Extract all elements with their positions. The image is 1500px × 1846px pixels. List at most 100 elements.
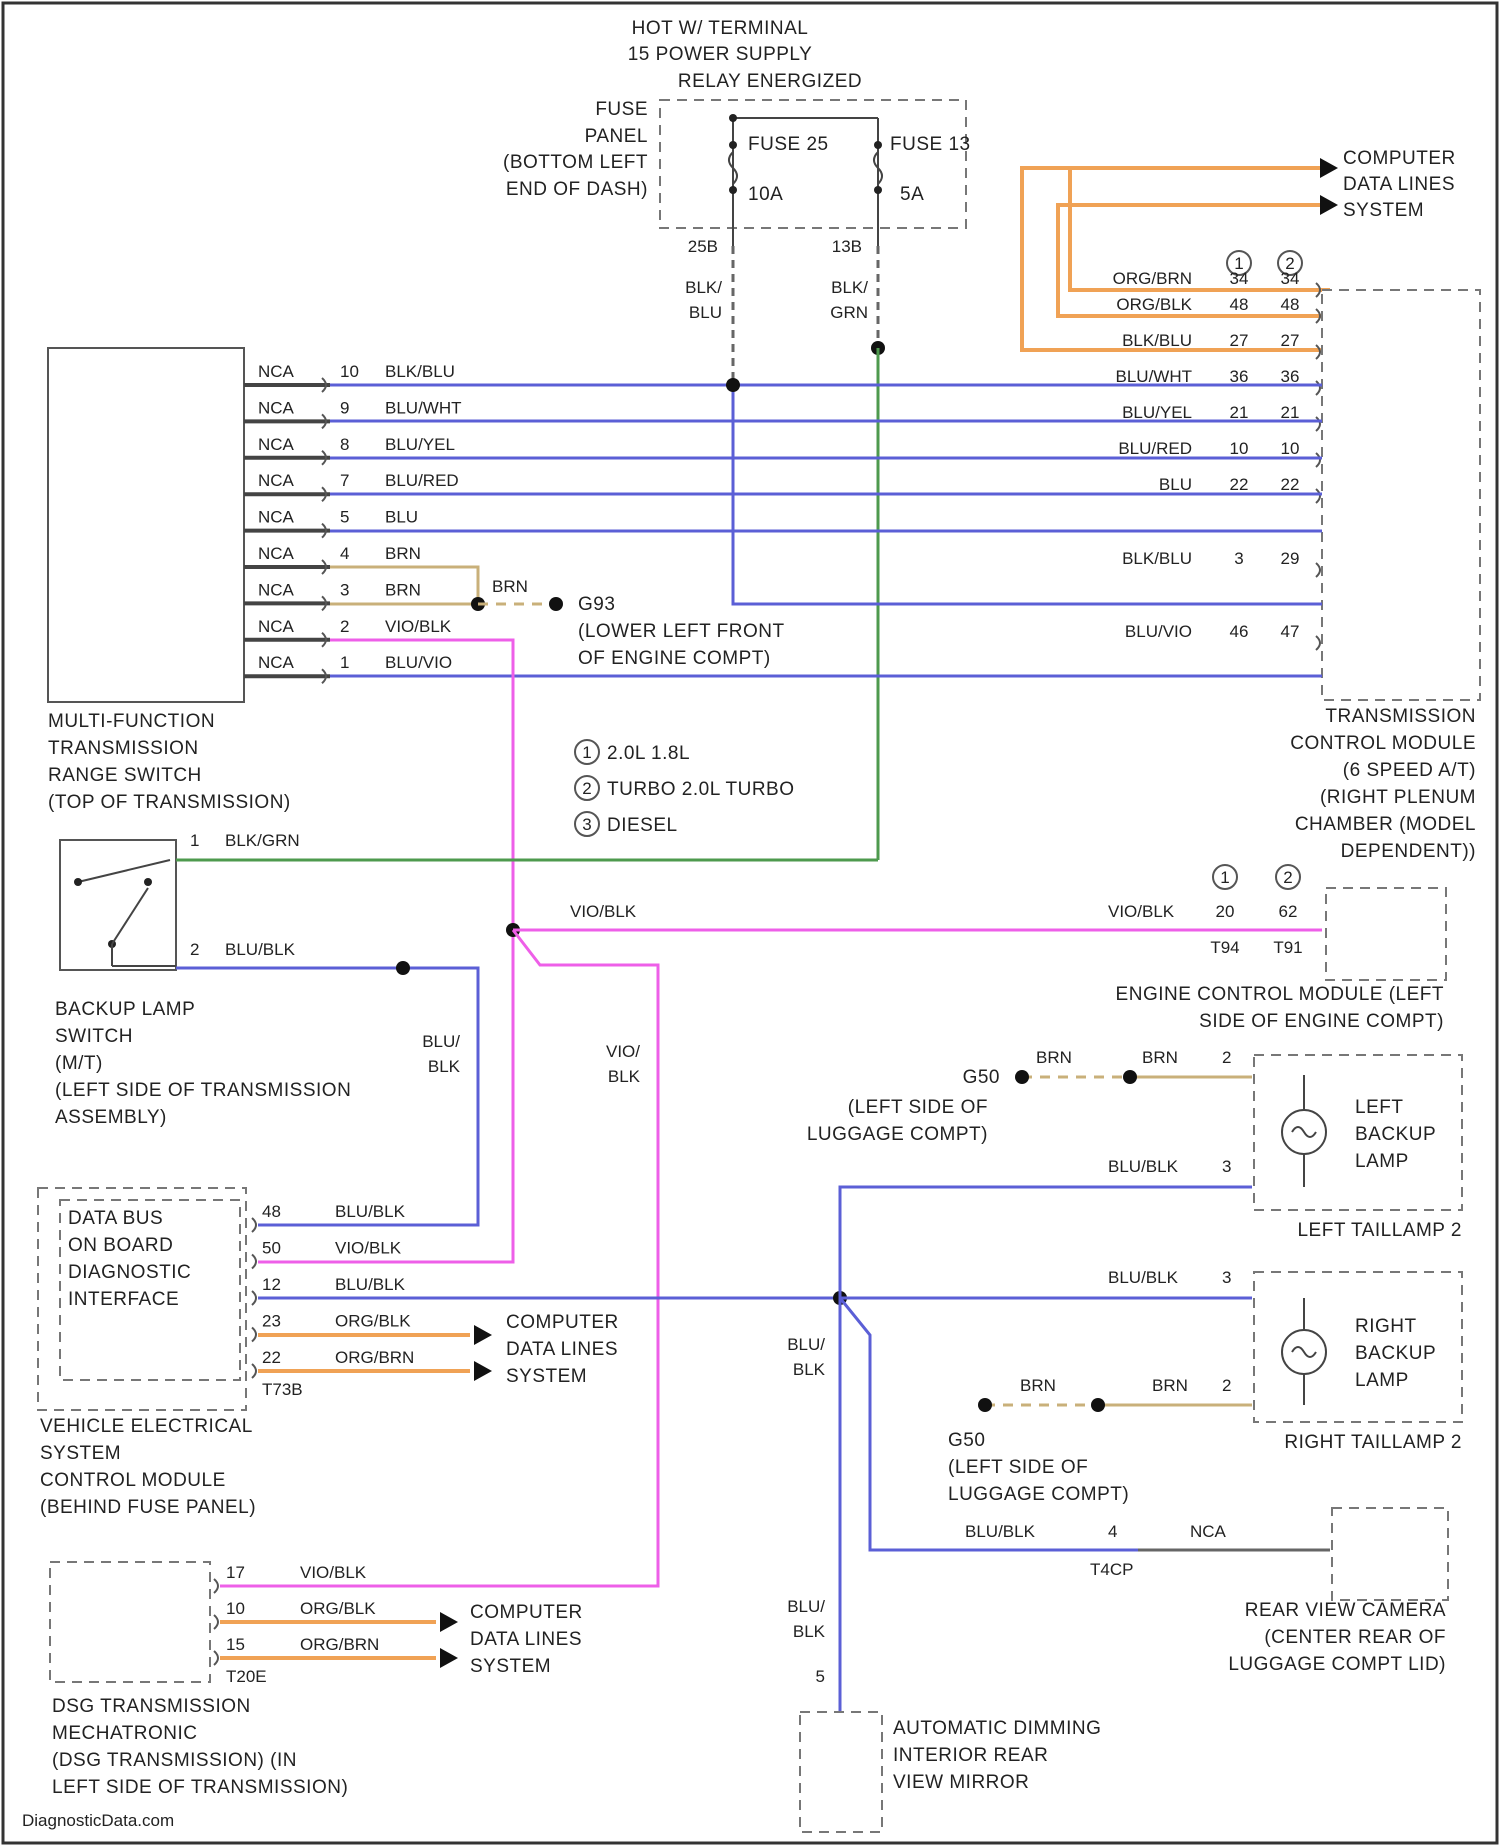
mfs-pin: 1 bbox=[340, 653, 349, 672]
svg-text:FUSE 25: FUSE 25 bbox=[748, 134, 829, 155]
svg-text:(6 SPEED A/T): (6 SPEED A/T) bbox=[1343, 760, 1476, 781]
dsg-wire-color: VIO/BLK bbox=[300, 1563, 367, 1582]
fuse-pin-25b: 25B bbox=[688, 237, 718, 256]
data-bus-pin: 50 bbox=[262, 1239, 281, 1258]
mfs-box bbox=[48, 348, 244, 702]
svg-text:20: 20 bbox=[1216, 902, 1235, 921]
svg-text:1: 1 bbox=[582, 743, 591, 762]
arrow-dsg-2 bbox=[440, 1648, 458, 1668]
fuse-panel-box bbox=[660, 100, 966, 228]
data-bus-wire-color: BLU/BLK bbox=[335, 1275, 406, 1294]
svg-text:SIDE OF ENGINE COMPT): SIDE OF ENGINE COMPT) bbox=[1199, 1011, 1444, 1032]
arrow-cdl-2 bbox=[1320, 195, 1338, 215]
svg-text:END OF DASH): END OF DASH) bbox=[506, 179, 648, 200]
svg-text:CHAMBER (MODEL: CHAMBER (MODEL bbox=[1295, 814, 1476, 835]
dsg-connector bbox=[214, 1579, 218, 1593]
splice-blu-blk-switch bbox=[396, 961, 410, 975]
camera-label: REAR VIEW CAMERA (CENTER REAR OF LUGGAGE… bbox=[1228, 1600, 1446, 1675]
svg-text:SYSTEM: SYSTEM bbox=[1343, 200, 1424, 221]
backup-switch-box bbox=[60, 840, 176, 970]
mfs-pin: 4 bbox=[340, 544, 349, 563]
mfs-wire-color: BLU/VIO bbox=[385, 653, 452, 672]
arrow-cdl-1 bbox=[1320, 158, 1338, 178]
tcm-pin-b: 34 bbox=[1281, 269, 1300, 288]
computer-data-lines-bus: COMPUTER DATA LINES SYSTEM bbox=[506, 1312, 619, 1387]
svg-text:BLU/BLK: BLU/BLK bbox=[1108, 1268, 1179, 1287]
mfs-wire-color: VIO/BLK bbox=[385, 617, 452, 636]
svg-text:TRANSMISSION: TRANSMISSION bbox=[48, 738, 199, 759]
svg-text:DATA LINES: DATA LINES bbox=[506, 1339, 618, 1360]
mfs-nca: NCA bbox=[258, 435, 295, 454]
svg-text:SYSTEM: SYSTEM bbox=[506, 1366, 587, 1387]
svg-text:LUGGAGE COMPT LID): LUGGAGE COMPT LID) bbox=[1228, 1654, 1446, 1675]
tcm-connector bbox=[1316, 636, 1320, 650]
right-ground-g50: G50 bbox=[948, 1430, 985, 1451]
dsg-pin: 10 bbox=[226, 1599, 245, 1618]
mirror-label: AUTOMATIC DIMMING INTERIOR REAR VIEW MIR… bbox=[893, 1718, 1101, 1793]
tcm-pin-b: 22 bbox=[1281, 475, 1300, 494]
tcm-pin-a: 27 bbox=[1230, 331, 1249, 350]
svg-text:2.0L 1.8L: 2.0L 1.8L bbox=[607, 743, 690, 764]
svg-text:FUSE: FUSE bbox=[595, 99, 648, 120]
svg-text:ON BOARD: ON BOARD bbox=[68, 1235, 173, 1256]
svg-text:SWITCH: SWITCH bbox=[55, 1026, 133, 1047]
tcm-pin-b: 36 bbox=[1281, 367, 1300, 386]
tcm-connector bbox=[1316, 489, 1320, 503]
tcm-connector bbox=[1316, 381, 1320, 395]
svg-text:(LEFT SIDE OF: (LEFT SIDE OF bbox=[848, 1097, 988, 1118]
svg-text:(LEFT SIDE OF TRANSMISSION: (LEFT SIDE OF TRANSMISSION bbox=[55, 1080, 351, 1101]
svg-text:3: 3 bbox=[1222, 1157, 1231, 1176]
svg-text:T94: T94 bbox=[1210, 938, 1239, 957]
svg-text:TURBO 2.0L TURBO: TURBO 2.0L TURBO bbox=[607, 779, 795, 800]
mfs-nca: NCA bbox=[258, 653, 295, 672]
svg-text:AUTOMATIC DIMMING: AUTOMATIC DIMMING bbox=[893, 1718, 1101, 1739]
vehicle-electrical-label: VEHICLE ELECTRICAL SYSTEM CONTROL MODULE… bbox=[40, 1416, 256, 1518]
tcm-wire-color: BLK/BLU bbox=[1122, 549, 1192, 568]
dsg-pin-rows: 17VIO/BLK10ORG/BLK15ORG/BRN bbox=[214, 1563, 379, 1665]
mfs-nca: NCA bbox=[258, 398, 295, 417]
svg-text:BLK/: BLK/ bbox=[831, 278, 868, 297]
data-bus-wire-color: ORG/BLK bbox=[335, 1312, 411, 1331]
mfs-nca: NCA bbox=[258, 617, 295, 636]
svg-text:OF ENGINE COMPT): OF ENGINE COMPT) bbox=[578, 648, 771, 669]
arrow-bus-2 bbox=[474, 1361, 492, 1381]
svg-text:DIESEL: DIESEL bbox=[607, 815, 678, 836]
svg-text:MECHATRONIC: MECHATRONIC bbox=[52, 1723, 198, 1744]
data-bus-connector bbox=[252, 1255, 256, 1269]
svg-text:BRN: BRN bbox=[1152, 1376, 1188, 1395]
svg-text:(LEFT SIDE OF: (LEFT SIDE OF bbox=[948, 1457, 1088, 1478]
tcm-pin-a: 34 bbox=[1230, 269, 1249, 288]
mfs-pin: 8 bbox=[340, 435, 349, 454]
tcm-pin-a: 22 bbox=[1230, 475, 1249, 494]
svg-text:LAMP: LAMP bbox=[1355, 1151, 1409, 1172]
tcm-label: TRANSMISSION CONTROL MODULE (6 SPEED A/T… bbox=[1290, 706, 1476, 862]
svg-text:SYSTEM: SYSTEM bbox=[40, 1443, 121, 1464]
camera-box bbox=[1332, 1508, 1448, 1600]
svg-text:BLK: BLK bbox=[793, 1622, 826, 1641]
svg-text:FUSE 13: FUSE 13 bbox=[890, 134, 971, 155]
tcm-wire-color: BLU/YEL bbox=[1122, 403, 1192, 422]
data-bus-connector bbox=[252, 1291, 256, 1305]
ground-g93-dot bbox=[549, 597, 563, 611]
power-line-2: 15 POWER SUPPLY bbox=[628, 44, 813, 65]
svg-text:BLK: BLK bbox=[793, 1360, 826, 1379]
mfs-nca: NCA bbox=[258, 362, 295, 381]
tcm-wire-color: BLK/BLU bbox=[1122, 331, 1192, 350]
svg-text:BACKUP: BACKUP bbox=[1355, 1124, 1436, 1145]
tcm-pin-a: 21 bbox=[1230, 403, 1249, 422]
mirror-box bbox=[800, 1712, 882, 1832]
tcm-pin-b: 48 bbox=[1281, 295, 1300, 314]
svg-text:(M/T): (M/T) bbox=[55, 1053, 103, 1074]
splice-blk-blu bbox=[726, 378, 740, 392]
variant-legend: 1 2.0L 1.8L 2 TURBO 2.0L TURBO 3 DIESEL bbox=[575, 740, 795, 836]
svg-text:VIEW MIRROR: VIEW MIRROR bbox=[893, 1772, 1029, 1793]
mfs-wire-color: BLK/BLU bbox=[385, 362, 455, 381]
computer-data-lines-dsg: COMPUTER DATA LINES SYSTEM bbox=[470, 1602, 583, 1677]
dsg-label: DSG TRANSMISSION MECHATRONIC (DSG TRANSM… bbox=[52, 1696, 348, 1798]
power-line-3: RELAY ENERGIZED bbox=[678, 71, 862, 92]
wire-vio-blk-main bbox=[258, 640, 513, 1262]
svg-text:BLU/BLK: BLU/BLK bbox=[1108, 1157, 1179, 1176]
svg-text:DATA BUS: DATA BUS bbox=[68, 1208, 163, 1229]
data-bus-pin: 23 bbox=[262, 1312, 281, 1331]
